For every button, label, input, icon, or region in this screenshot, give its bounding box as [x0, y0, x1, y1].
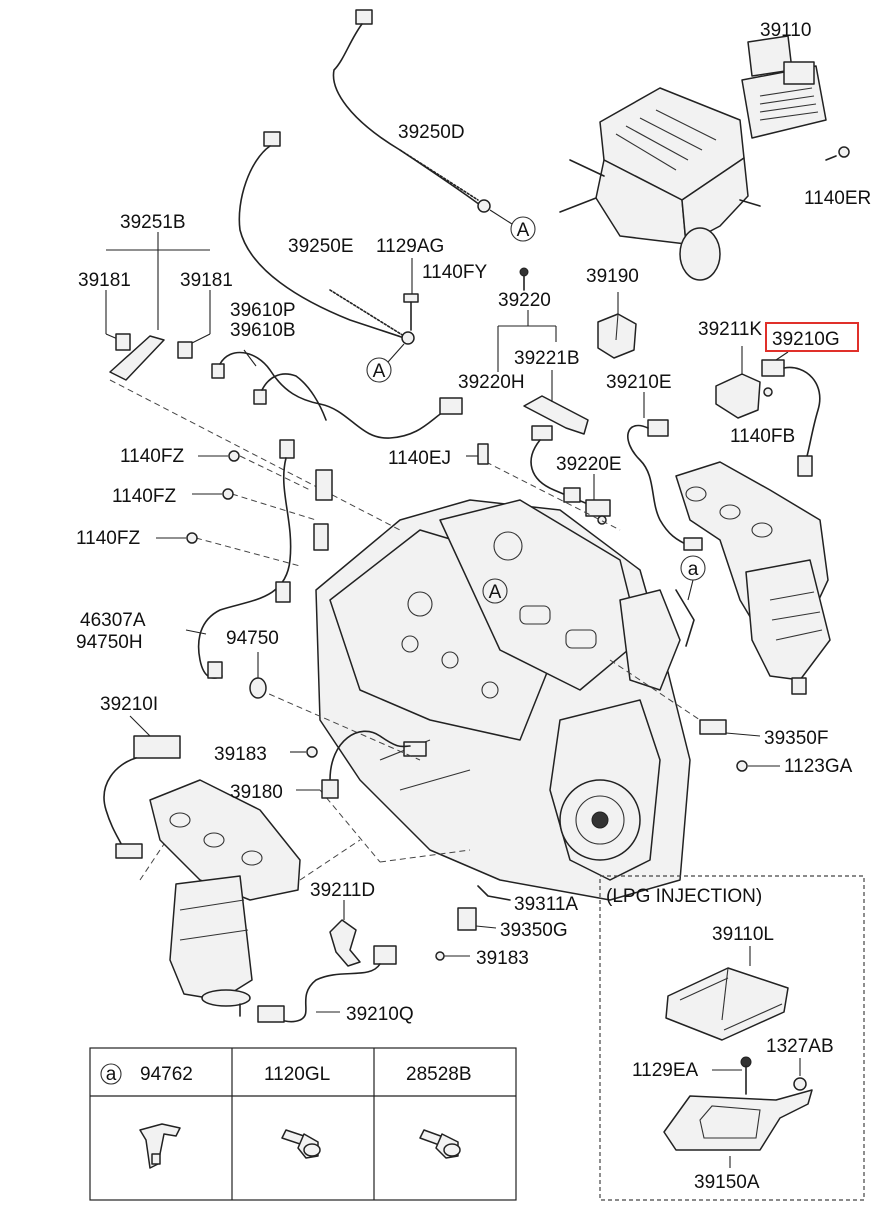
air-cleaner-drawing	[559, 87, 761, 281]
label-39180: 39180	[230, 782, 283, 803]
label-1129ag: 1129AG	[376, 236, 444, 257]
sensor-39210q-drawing	[257, 945, 397, 1023]
bracket-39220-lines	[497, 310, 557, 372]
clip-94762-drawing	[139, 1123, 181, 1169]
label-39110: 39110	[760, 20, 811, 41]
ref-a-engine-text: A	[489, 582, 502, 603]
ecu-module-drawing	[741, 35, 827, 139]
label-39250d: 39250D	[398, 122, 465, 143]
sensor-39210i-drawing	[103, 715, 181, 859]
highlight-box-39210g	[765, 322, 859, 352]
sensor-39350f-drawing	[699, 719, 780, 772]
label-1129ea: 1129EA	[632, 1060, 699, 1081]
lpg-injection-box: (LPG INJECTION) 39110L 1129EA 1327AB 391…	[599, 875, 865, 1201]
label-1140fz-b: 1140FZ	[112, 486, 176, 507]
relay-39190-drawing	[597, 292, 637, 359]
table-header-94762: 94762	[140, 1064, 193, 1085]
label-39150a: 39150A	[694, 1172, 760, 1193]
bracket-39251b-drawing	[105, 232, 211, 381]
label-39251b: 39251B	[120, 212, 186, 233]
sensor-harness-39250e-drawing: A	[238, 131, 415, 383]
ref-a-upper-text: A	[517, 220, 530, 241]
label-39181-right: 39181	[180, 270, 233, 291]
table-a-marker: a	[106, 1064, 117, 1085]
label-39221b: 39221B	[514, 348, 580, 369]
table-header-1120gl: 1120GL	[264, 1064, 330, 1085]
bolt-28528b-drawing	[419, 1129, 461, 1159]
label-39610b: 39610B	[230, 320, 296, 341]
label-39210q: 39210Q	[346, 1004, 414, 1025]
label-39210i: 39210I	[100, 694, 158, 715]
ref-circle-a-upper: A	[489, 209, 536, 242]
label-39210e: 39210E	[606, 372, 672, 393]
label-1140fz-a: 1140FZ	[120, 446, 184, 467]
ref-a-lower-text: A	[373, 361, 386, 382]
part-labels: 39110 1140ER 39250D 39251B 39181 39181 3…	[76, 20, 871, 1025]
label-94750h: 94750H	[76, 632, 143, 653]
bolt-1140ej-drawing	[466, 443, 489, 465]
bracket-39211k-drawing	[715, 346, 773, 419]
exhaust-manifold-left-drawing	[149, 779, 301, 1017]
label-39190: 39190	[586, 266, 639, 287]
bolt-1140fy-drawing	[519, 267, 529, 291]
sensor-39220h-drawing	[523, 370, 589, 505]
ref-small-a-text: a	[688, 559, 699, 580]
label-39250e: 39250E	[288, 236, 354, 257]
fastener-table: a 94762 1120GL 28528B	[89, 1047, 517, 1201]
exhaust-manifold-right-drawing	[675, 461, 831, 695]
label-39211d: 39211D	[310, 880, 375, 901]
label-46307a: 46307A	[80, 610, 146, 631]
label-39350f: 39350F	[764, 728, 828, 749]
label-39183-b: 39183	[476, 948, 529, 969]
sensor-94750-drawing	[249, 652, 267, 699]
label-1140ej: 1140EJ	[388, 448, 451, 469]
sensor-39210g-drawing	[761, 351, 821, 477]
label-39220h: 39220H	[458, 372, 525, 393]
harness-46307a-drawing	[185, 439, 333, 679]
table-header-28528b: 28528B	[406, 1064, 472, 1085]
sensor-39350g-drawing	[435, 885, 511, 961]
label-1140fz-c: 1140FZ	[76, 528, 140, 549]
label-39181-left: 39181	[78, 270, 131, 291]
label-1140fb: 1140FB	[730, 426, 795, 447]
dashed-leaders	[109, 379, 701, 881]
label-39183-a: 39183	[214, 744, 267, 765]
sensor-harness-39250d-drawing	[332, 9, 491, 213]
sensor-39220e-drawing	[585, 474, 611, 525]
label-39110l: 39110L	[712, 924, 774, 945]
label-39350g: 39350G	[500, 920, 568, 941]
bolt-1140er-drawing	[825, 146, 850, 161]
bracket-39211d-drawing	[329, 900, 361, 967]
bolts-1140fz-drawing	[156, 450, 240, 544]
bolt-1120gl-drawing	[281, 1129, 321, 1159]
label-39311a: 39311A	[514, 894, 578, 915]
label-1140fy: 1140FY	[422, 262, 487, 283]
bolt-1129ag-drawing	[403, 258, 419, 331]
harness-39610-drawing	[211, 349, 463, 439]
label-1123ga: 1123GA	[784, 756, 853, 777]
sensor-39180-drawing	[290, 730, 411, 799]
label-1327ab: 1327AB	[766, 1036, 834, 1057]
label-39220: 39220	[498, 290, 551, 311]
label-1140er: 1140ER	[804, 188, 871, 209]
label-94750: 94750	[226, 628, 279, 649]
label-39210g: 39210G	[772, 329, 840, 350]
label-39211k: 39211K	[698, 319, 762, 340]
lpg-box-title: (LPG INJECTION)	[606, 886, 762, 907]
sensor-39210e-drawing	[627, 392, 703, 551]
label-39220e: 39220E	[556, 454, 622, 475]
label-39610p: 39610P	[230, 300, 296, 321]
engine-block-drawing: a A	[315, 499, 706, 901]
